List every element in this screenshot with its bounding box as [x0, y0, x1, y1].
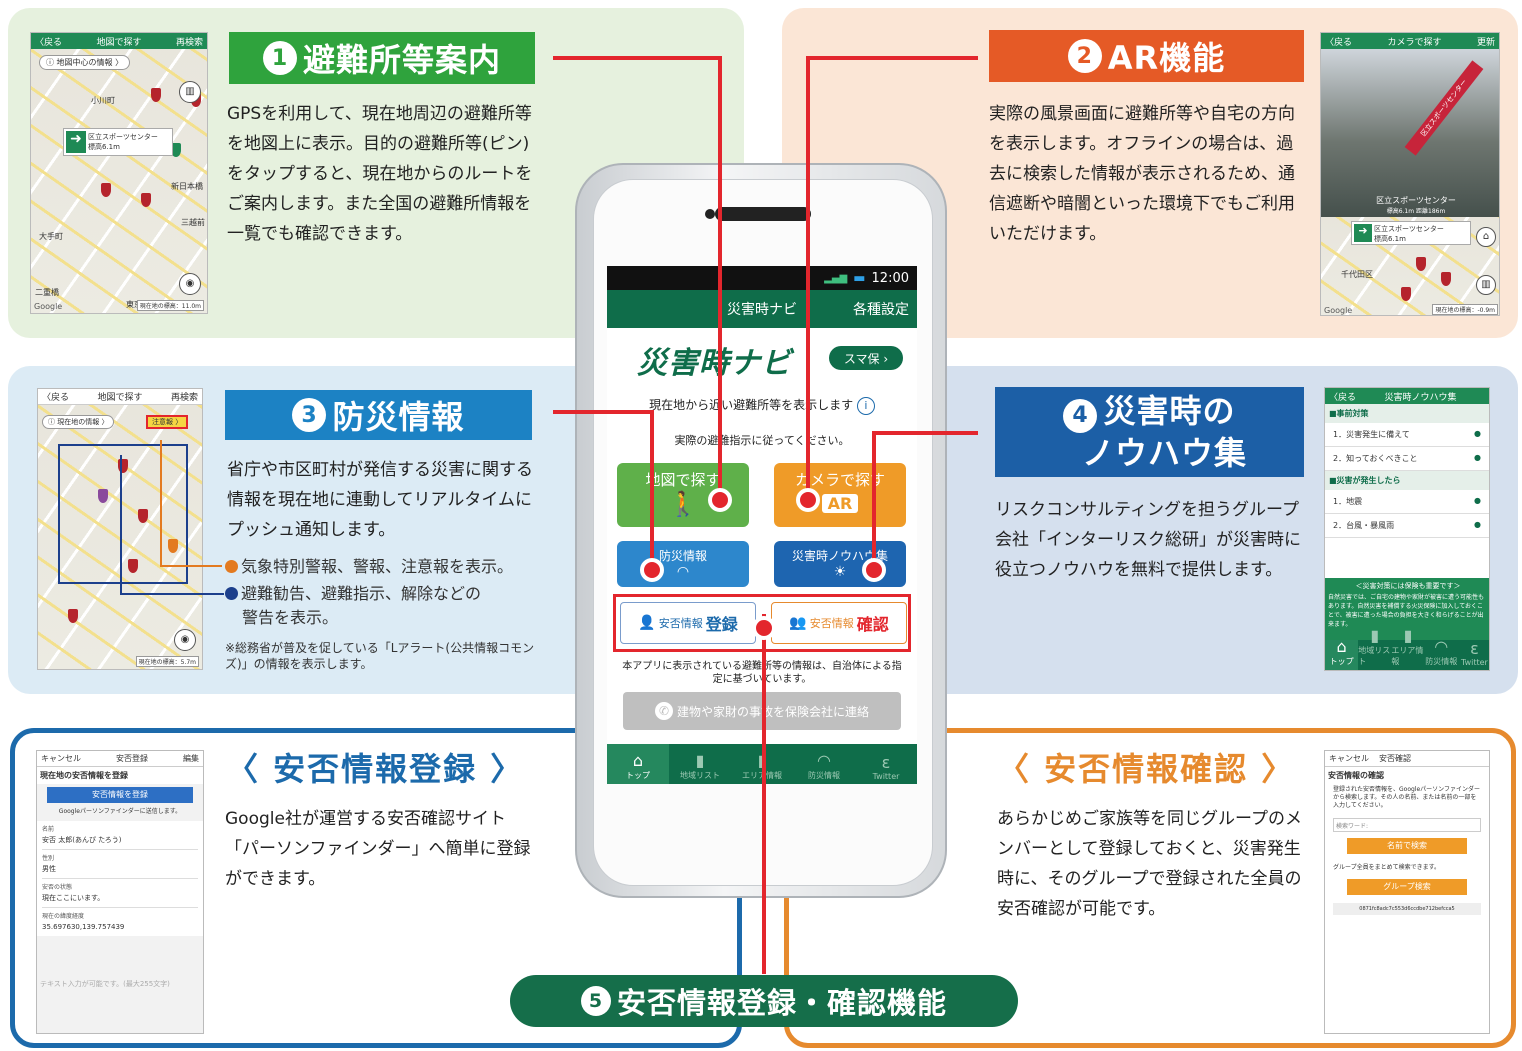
- message-textarea[interactable]: テキスト入力が可能です。(最大255文字): [40, 980, 170, 988]
- name-search-button[interactable]: 名前で検索: [1347, 838, 1467, 854]
- map-button[interactable]: ▥: [1476, 275, 1496, 295]
- screenshot-safety-confirm: キャンセル安否確認 安否情報の確認 登録された安否情報を、Googleパーソンフ…: [1324, 750, 1490, 1034]
- tab-top[interactable]: ⌂トップ: [607, 744, 669, 784]
- place-label: 小川町: [91, 96, 115, 105]
- phone-icon: ✆: [654, 702, 673, 720]
- info-icon: i: [856, 397, 875, 415]
- camera-icon: [705, 209, 715, 219]
- elevation-footer: 現在地の標高：11.0m: [136, 300, 204, 311]
- group-icon: 👥: [789, 615, 807, 631]
- tab-disaster-info[interactable]: ◠防災情報: [808, 751, 840, 780]
- wifi-icon: ◠: [676, 564, 690, 580]
- list-item[interactable]: 1．地震●: [1325, 490, 1489, 514]
- chart-icon: ▮: [1370, 626, 1380, 645]
- screen-title: 地図で探す: [96, 37, 142, 48]
- home-icon: ⌂: [1336, 637, 1347, 656]
- screenshot-knowhow: 〈戻る災害時ノウハウ集 ■事前対策 1．災害発生に備えて● 2．知っておくべきこ…: [1324, 387, 1490, 671]
- exit-icon: ➜: [1354, 224, 1372, 242]
- place-label: 三越前: [181, 218, 205, 227]
- safety-confirm-button[interactable]: 👥安否情報確認: [771, 602, 907, 644]
- desc-ar: 実際の風景画面に避難所等や自宅の方向を表示します。オフラインの場合は、過去に検索…: [989, 104, 1295, 244]
- google-logo: Google: [34, 302, 63, 311]
- place-label: 新日本橋: [171, 182, 203, 191]
- desc-knowhow: リスクコンサルティングを担うグループ会社「インターリスク総研」が災害時に役立つノ…: [995, 500, 1301, 580]
- camera-button[interactable]: ◉: [174, 629, 196, 651]
- screenshot-disaster-map: 〈戻る地図で探す再検索 ⓘ 現在地の情報 〉 注意報 〉 ◉ 現在地の標高：5.…: [37, 388, 203, 670]
- orange-dot-icon: [225, 560, 238, 573]
- twitter-icon: ɛ: [1470, 639, 1479, 658]
- settings-link[interactable]: 各種設定: [853, 302, 909, 318]
- screenshot-map-search: 〈戻る 地図で探す 再検索 ⓘ 地図中心の情報 〉 ➜ 区立スポーツセンター標高6.…: [30, 32, 208, 314]
- home-icon: ⌂: [632, 751, 644, 770]
- search-input[interactable]: 検索ワード:: [1333, 818, 1481, 832]
- ar-info-label: 区立スポーツセンター標高6.1m 距離186m: [1376, 196, 1456, 215]
- place-label: 大手町: [39, 232, 63, 241]
- map-button[interactable]: ▥: [179, 81, 201, 103]
- desc-safety-register: Google社が運営する安否確認サイト「パーソンファインダー」へ簡単に登録ができ…: [225, 809, 531, 889]
- desc-disaster-info: 省庁や市区町村が発信する災害に関する情報を現在地に連動してリアルタイムにプッシュ…: [227, 460, 533, 540]
- app-logo: 災害時ナビ: [637, 346, 792, 381]
- register-button[interactable]: 安否情報を登録: [47, 787, 193, 803]
- camera-button[interactable]: ◉: [179, 273, 201, 295]
- tab-area-list[interactable]: ▮地域リスト: [680, 751, 720, 780]
- note-l-alert: ※総務省が普及を促している「Lアラート(公共情報コモンズ)」の情報を表示します。: [225, 641, 535, 671]
- bullet-weather-warning: 気象特別警報、警報、注意報を表示。: [225, 555, 513, 579]
- insurance-banner: ＜災害対策には保険も重要です＞ 自然災害では、ご自宅の建物や家財が被害に遭う可能…: [1325, 578, 1489, 640]
- navy-dot-icon: [225, 587, 238, 600]
- app-title: 災害時ナビ: [727, 302, 797, 318]
- disaster-info-button[interactable]: 防災情報◠: [617, 541, 749, 587]
- walking-person-icon: 🚶: [668, 490, 698, 518]
- exit-icon: ➜: [66, 131, 86, 153]
- wifi-icon: ◠: [817, 751, 831, 770]
- camera-view: 区立スポーツセンター 区立スポーツセンター標高6.1m 距離186m: [1321, 49, 1499, 217]
- place-label: 東京: [126, 300, 142, 309]
- person-add-icon: 👤: [638, 615, 656, 631]
- title-safety-confirm: 〈 安否情報確認 〉: [997, 750, 1296, 788]
- research-link: 再検索: [175, 37, 203, 48]
- shelter-popup: ➜ 区立スポーツセンター標高6.1m: [63, 128, 173, 156]
- sumaho-button[interactable]: スマ保 ›: [829, 346, 903, 370]
- nearby-info: 現在地から近い避難所等を表示します i: [607, 396, 917, 415]
- mini-map: ➜ 区立スポーツセンター標高6.1m 千代田区 ⌂ ▥ Google 現在地の標…: [1321, 217, 1499, 315]
- bar-chart-icon: ▮: [695, 751, 705, 770]
- back-link: 〈戻る: [35, 37, 63, 48]
- bullet-evacuation-warning: 避難勧告、避難指示、解除などの警告を表示。: [225, 582, 481, 630]
- twitter-icon: ɛ: [881, 753, 891, 772]
- title-safety-register: 〈 安否情報登録 〉: [226, 750, 525, 788]
- area-icon: ▮: [1403, 626, 1413, 645]
- home-button[interactable]: ⌂: [1476, 227, 1496, 247]
- bulb-icon: ☀: [833, 564, 847, 580]
- group-search-button[interactable]: グループ検索: [1347, 879, 1467, 895]
- ar-direction-tag: 区立スポーツセンター: [1404, 60, 1484, 156]
- desc-shelter-guide: GPSを利用して、現在地周辺の避難所等を地図上に表示。目的の避難所等(ピン)をタ…: [227, 104, 533, 244]
- warning-chip[interactable]: 注意報 〉: [146, 415, 189, 429]
- safety-register-button[interactable]: 👤安否情報登録: [620, 602, 756, 644]
- status-bar: ▂▄▆▬12:00: [607, 266, 917, 290]
- screenshot-safety-register: キャンセル安否登録編集 現在地の安否情報を登録 安否情報を登録 Googleパー…: [36, 750, 204, 1034]
- map-center-chip: ⓘ 地図中心の情報 〉: [39, 55, 131, 70]
- current-info-chip[interactable]: ⓘ 現在地の情報 〉: [42, 415, 115, 429]
- safety-buttons-group: 👤安否情報登録 👥安否情報確認: [613, 594, 911, 652]
- list-item[interactable]: 2．知っておくべきこと●: [1325, 447, 1489, 471]
- wifi-icon: ◠: [1434, 637, 1449, 656]
- screenshot-camera-search: 〈戻るカメラで探す更新 区立スポーツセンター 区立スポーツセンター標高6.1m …: [1320, 32, 1500, 316]
- desc-safety-confirm: あらかじめご家族等を同じグループのメンバーとして登録しておくと、災害発生時に、そ…: [997, 809, 1302, 919]
- list-item[interactable]: 1．災害発生に備えて●: [1325, 423, 1489, 447]
- list-item[interactable]: 2．台風・暴風雨●: [1325, 514, 1489, 538]
- speaker-grille: [715, 207, 811, 221]
- knowhow-button[interactable]: 災害時ノウハウ集☀: [774, 541, 906, 587]
- app-header: 災害時ナビ 各種設定: [607, 290, 917, 328]
- place-label: 二重橋: [35, 288, 59, 297]
